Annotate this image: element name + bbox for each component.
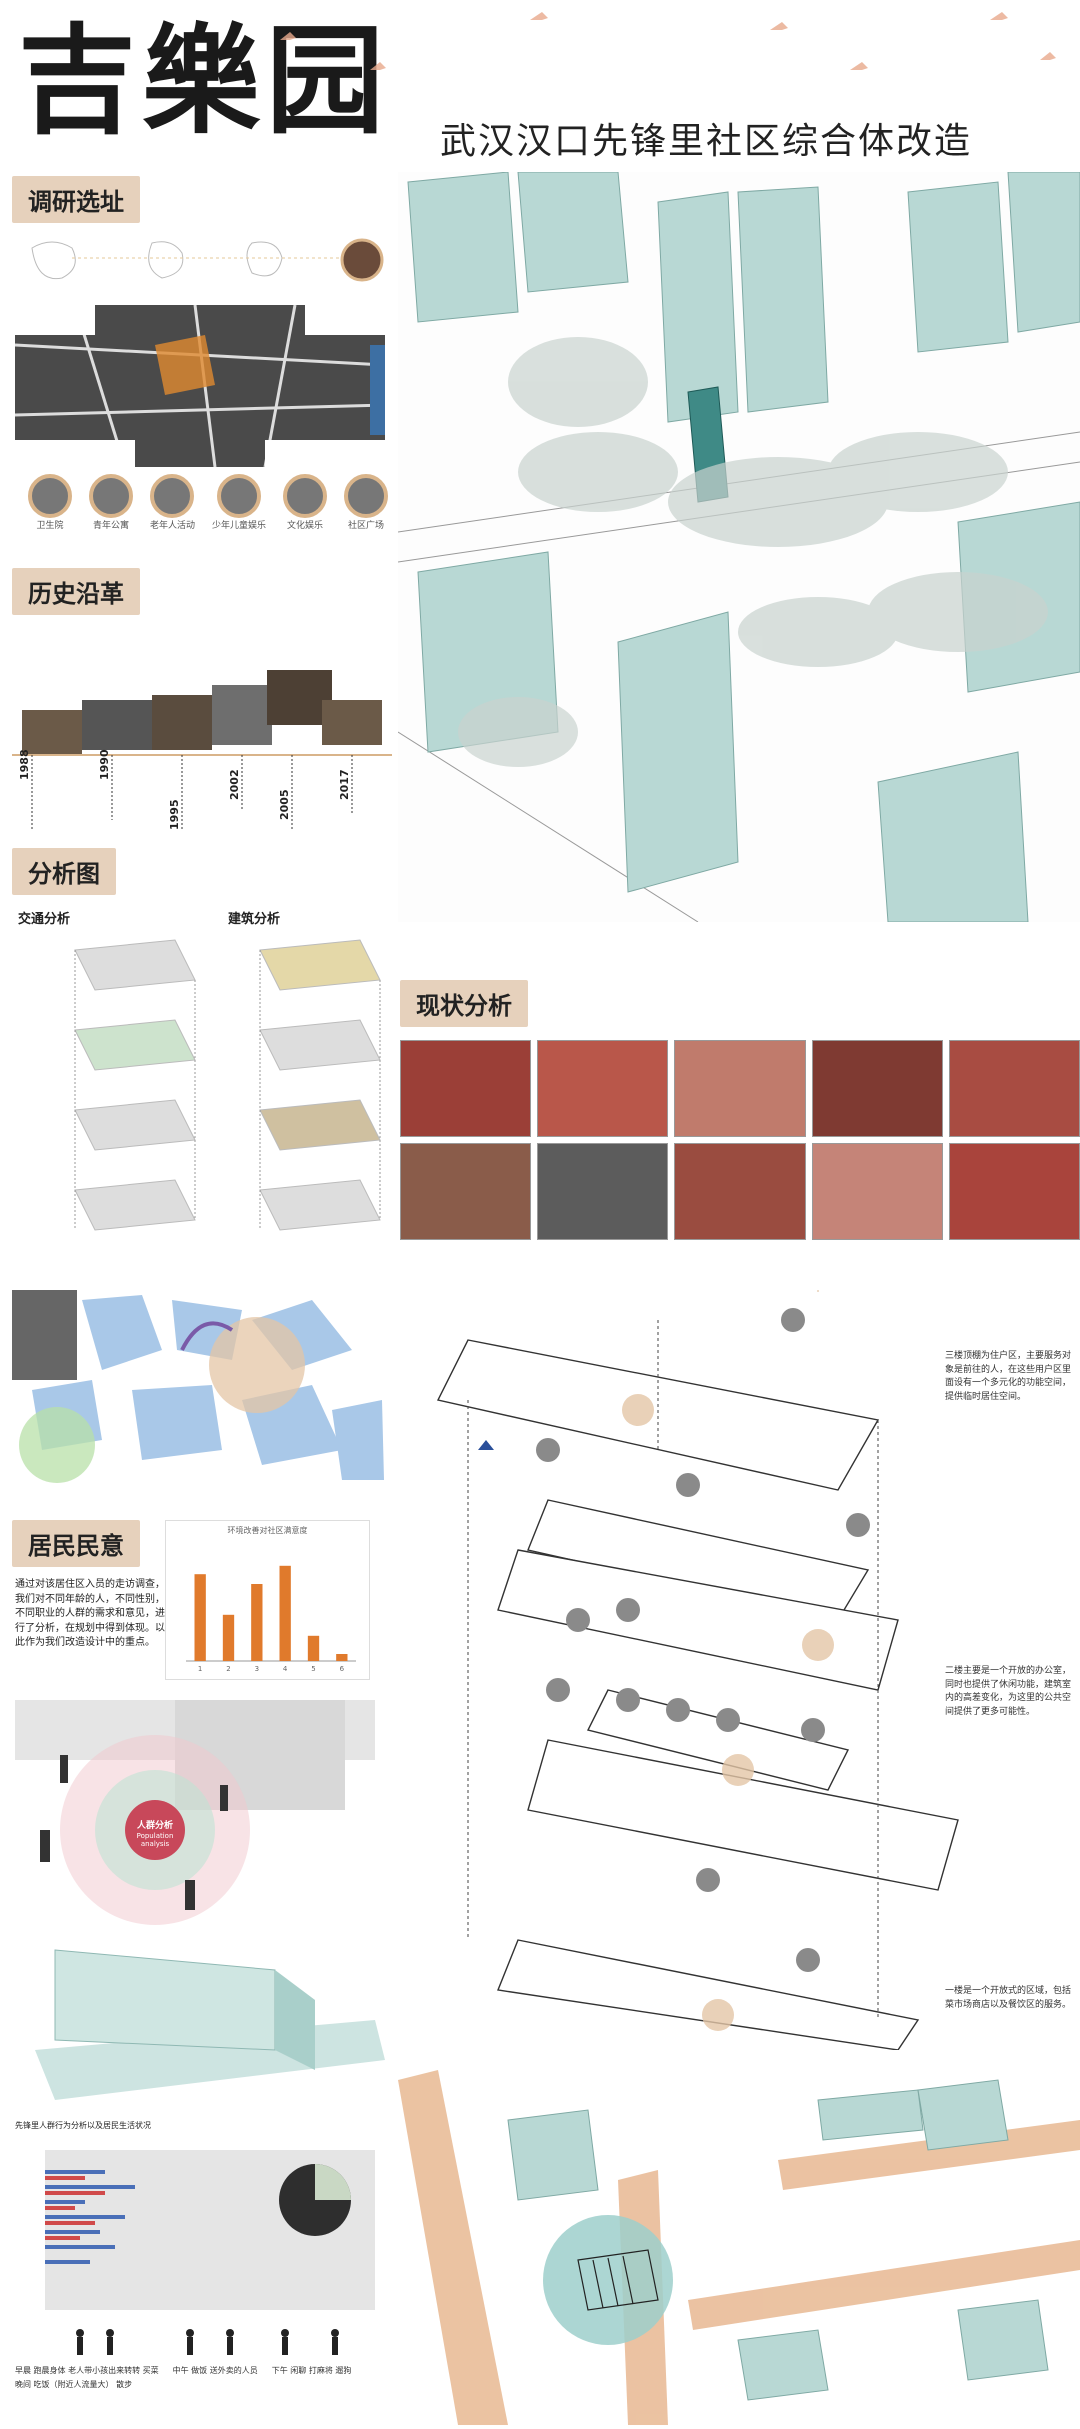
place-label: 文化娱乐	[286, 521, 323, 531]
behavior-title: 先锋里人群行为分析以及居民生活状况	[15, 2121, 151, 2130]
caption-noon: 中午 做饭 送外卖的人员	[172, 2366, 258, 2375]
place-label: 老年人活动	[149, 521, 195, 531]
caption-evening: 晚间 吃饭（附近人流量大） 散步	[15, 2380, 133, 2390]
place-label: 少年儿童娱乐	[211, 521, 266, 531]
status-photo	[537, 1143, 669, 1240]
place-photo	[216, 474, 261, 518]
population-analysis: 人群分析 Population analysis	[15, 1700, 375, 1930]
history-timeline: 1988 1990 1995 2002 2005 2017	[12, 640, 392, 840]
year-label: 1988	[18, 749, 31, 780]
radial-label: 人群分析	[136, 1821, 173, 1831]
place-photo	[28, 474, 72, 518]
place-photo	[150, 474, 195, 518]
bar-category-0: 1	[198, 1665, 202, 1673]
bar-chart: 环境改善对社区满意度 1 2 3 4 5 6	[165, 1520, 370, 1680]
bird-decoration	[280, 12, 1056, 70]
bar-category-2: 3	[255, 1665, 259, 1673]
place-label: 青年公寓	[92, 521, 129, 531]
caption-morning: 早晨 跑晨身体 老人带小孩出来转转 买菜	[15, 2366, 159, 2375]
bar-category-1: 2	[226, 1665, 230, 1673]
status-photo	[400, 1040, 532, 1137]
place-photo	[343, 474, 388, 518]
satellite-map	[14, 304, 386, 468]
status-photos	[400, 1040, 1080, 1240]
year-label: 1990	[98, 749, 111, 780]
bar-chart-title: 环境改善对社区满意度	[227, 1526, 308, 1535]
year-label: 2017	[338, 769, 351, 800]
building-perspective	[35, 1949, 385, 2100]
site-places: 卫生院 青年公寓 老年人活动 少年儿童娱乐 文化娱乐 社区广场	[28, 474, 388, 538]
radial-label-en: Population analysis	[136, 1832, 174, 1848]
caption-afternoon: 下午 闲聊 打麻将 遛狗	[271, 2366, 352, 2375]
status-photo	[400, 1143, 532, 1240]
status-photo	[811, 1040, 943, 1137]
status-photo	[948, 1040, 1080, 1137]
page-title: 吉樂园	[18, 11, 391, 150]
page-subtitle: 武汉汉口先锋里社区综合体改造	[440, 121, 973, 162]
section-history: 历史沿革	[12, 568, 140, 615]
bar-0	[194, 1574, 206, 1661]
bar-5	[336, 1654, 348, 1661]
bar-category-3: 4	[283, 1665, 288, 1673]
section-site: 调研选址	[12, 176, 140, 223]
building-heading: 建筑分析	[228, 912, 281, 927]
bar-3	[279, 1565, 291, 1661]
place-photo	[88, 474, 133, 518]
year-label: 1995	[168, 799, 181, 830]
exploded-axonometric	[436, 1290, 959, 2050]
place-label: 卫生院	[36, 521, 64, 531]
people-silhouettes	[76, 2329, 339, 2355]
bar-2	[251, 1584, 263, 1661]
bar-category-5: 6	[340, 1665, 345, 1673]
status-photo	[674, 1143, 806, 1240]
section-residents: 居民民意	[12, 1520, 140, 1567]
place-item: 老年人活动	[150, 474, 195, 538]
resident-text: 通过对该居住区入员的走访调查，我们对不同年龄的人，不同性别，不同职业的人群的需求…	[15, 1579, 165, 1648]
place-item: 少年儿童娱乐	[212, 474, 266, 538]
bar-chart-svg: 1 2 3 4 5 6	[186, 1565, 356, 1673]
blue-zoning-map	[12, 1290, 390, 1490]
bar-4	[307, 1635, 320, 1661]
place-item: 卫生院	[28, 474, 72, 538]
place-item: 社区广场	[343, 474, 388, 538]
floor-note-3: 三楼顶棚为住户区，主要服务对象是前往的人，在这些用户区里面设有一个多元化的功能空…	[945, 1351, 1072, 1402]
status-photo	[811, 1143, 943, 1240]
traffic-heading: 交通分析	[18, 912, 71, 927]
floor-note-2: 二楼主要是一个开放的办公室，同时也提供了休闲功能，建筑室内的高差变化，为这里的公…	[945, 1666, 1072, 1717]
year-label: 2005	[278, 789, 291, 820]
layered-analysis-maps	[74, 939, 381, 1231]
place-label: 社区广场	[347, 521, 384, 531]
behavior-chart	[45, 2150, 375, 2310]
status-photo	[674, 1040, 806, 1137]
floor-note-1: 一楼是一个开放式的区域，包括菜市场商店以及餐饮区的服务。	[945, 1986, 1072, 2010]
location-map	[31, 238, 384, 282]
behavior-captions: 早晨 跑晨身体 老人带小孩出来转转 买菜 中午 做饭 送外卖的人员 下午 闲聊 …	[15, 2325, 385, 2420]
aerial-axonometric	[398, 172, 1080, 922]
section-status: 现状分析	[400, 980, 528, 1027]
year-label: 2002	[228, 769, 241, 800]
bar-1	[222, 1614, 235, 1661]
status-photo	[537, 1040, 669, 1137]
section-analysis: 分析图	[12, 848, 116, 895]
place-item: 文化娱乐	[282, 474, 327, 538]
place-item: 青年公寓	[88, 474, 133, 538]
site-plan	[398, 2060, 1080, 2425]
place-photo	[282, 474, 327, 518]
status-photo	[948, 1143, 1080, 1240]
bar-category-4: 5	[311, 1665, 315, 1673]
